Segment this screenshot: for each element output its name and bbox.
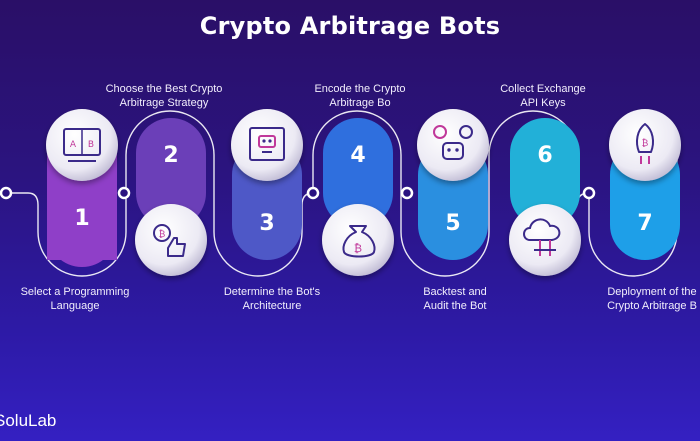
connector-dot — [306, 186, 320, 200]
bitcoin-rocket-icon: ₿ — [609, 109, 681, 181]
step-4-label: Encode the Crypto Arbitrage Bo — [314, 83, 406, 109]
svg-text:A: A — [70, 140, 77, 150]
bot-check-cross-icon — [417, 109, 489, 181]
svg-text:₿: ₿ — [354, 242, 362, 255]
connector-dot — [400, 186, 414, 200]
connector-dot — [117, 186, 131, 200]
step-6 — [510, 118, 580, 228]
step-1-number: 1 — [74, 206, 89, 231]
step-6-number: 6 — [537, 143, 552, 168]
cloud-network-icon — [509, 204, 581, 276]
robot-blueprint-icon — [231, 109, 303, 181]
step-5-number: 5 — [445, 211, 460, 236]
step-4-number: 4 — [350, 143, 365, 168]
step-2-number: 2 — [163, 143, 178, 168]
step-2-label: Choose the Best Crypto Arbitrage Strateg… — [105, 83, 223, 109]
svg-text:₿: ₿ — [642, 138, 649, 149]
step-7-number: 7 — [637, 211, 652, 236]
step-1-label: Select a Programming Language — [20, 286, 130, 312]
step-2-pill — [136, 118, 206, 228]
step-6-label: Collect Exchange API Keys — [500, 83, 586, 109]
step-5-label: Backtest and Audit the Bot — [423, 286, 487, 312]
connector-dot — [582, 186, 596, 200]
svg-text:B: B — [88, 140, 94, 150]
connector-dot — [0, 186, 13, 200]
svg-text:₿: ₿ — [159, 229, 166, 240]
step-7-label: Deployment of the Crypto Arbitrage B — [607, 286, 697, 312]
step-4-pill — [323, 118, 393, 228]
step-3-label: Determine the Bot's Architecture — [223, 286, 321, 312]
step-4 — [323, 118, 393, 228]
brand-logo: SoluLab — [0, 411, 57, 430]
step-6-pill — [510, 118, 580, 228]
step-2 — [136, 118, 206, 228]
bitcoin-money-bag-icon: ₿ — [322, 204, 394, 276]
page-title: Crypto Arbitrage Bots — [199, 12, 501, 40]
code-editor-icon: A B — [46, 109, 118, 181]
step-3-number: 3 — [259, 211, 274, 236]
bitcoin-thumbs-up-icon: ₿ — [135, 204, 207, 276]
